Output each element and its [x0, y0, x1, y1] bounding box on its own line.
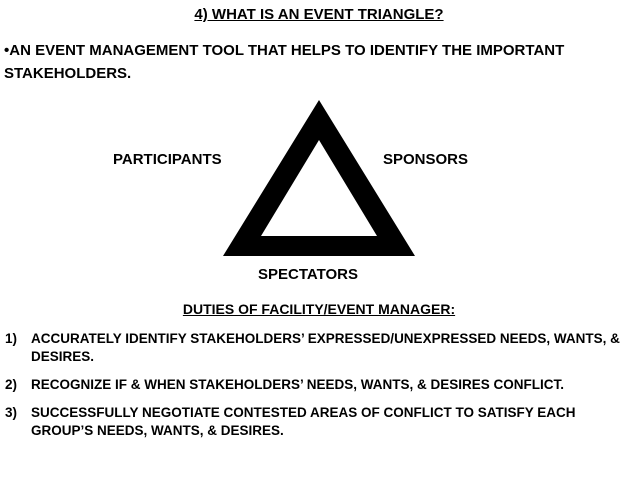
- duty-text: RECOGNIZE IF & WHEN STAKEHOLDERS’ NEEDS,…: [31, 377, 565, 392]
- duties-list: 1) ACCURATELY IDENTIFY STAKEHOLDERS’ EXP…: [5, 330, 633, 450]
- triangle-graphic: [223, 100, 415, 256]
- duty-item: 1) ACCURATELY IDENTIFY STAKEHOLDERS’ EXP…: [5, 330, 633, 366]
- duty-text: SUCCESSFULLY NEGOTIATE CONTESTED AREAS O…: [31, 405, 576, 438]
- label-spectators: SPECTATORS: [258, 266, 359, 283]
- duty-item: 3) SUCCESSFULLY NEGOTIATE CONTESTED AREA…: [5, 404, 633, 440]
- duties-heading: DUTIES OF FACILITY/EVENT MANAGER:: [182, 301, 456, 317]
- label-participants: PARTICIPANTS: [113, 151, 222, 168]
- event-triangle-diagram: PARTICIPANTS SPONSORS SPECTATORS: [0, 96, 638, 286]
- duty-number: 1): [5, 331, 18, 346]
- slide-title: 4) WHAT IS AN EVENT TRIANGLE?: [194, 6, 444, 23]
- duty-item: 2) RECOGNIZE IF & WHEN STAKEHOLDERS’ NEE…: [5, 376, 633, 394]
- intro-text: •AN EVENT MANAGEMENT TOOL THAT HELPS TO …: [4, 42, 565, 82]
- duty-number: 2): [5, 377, 18, 392]
- triangle-shape: [223, 100, 415, 256]
- label-sponsors: SPONSORS: [383, 151, 469, 168]
- duty-text: ACCURATELY IDENTIFY STAKEHOLDERS’ EXPRES…: [31, 331, 620, 364]
- duty-number: 3): [5, 405, 18, 420]
